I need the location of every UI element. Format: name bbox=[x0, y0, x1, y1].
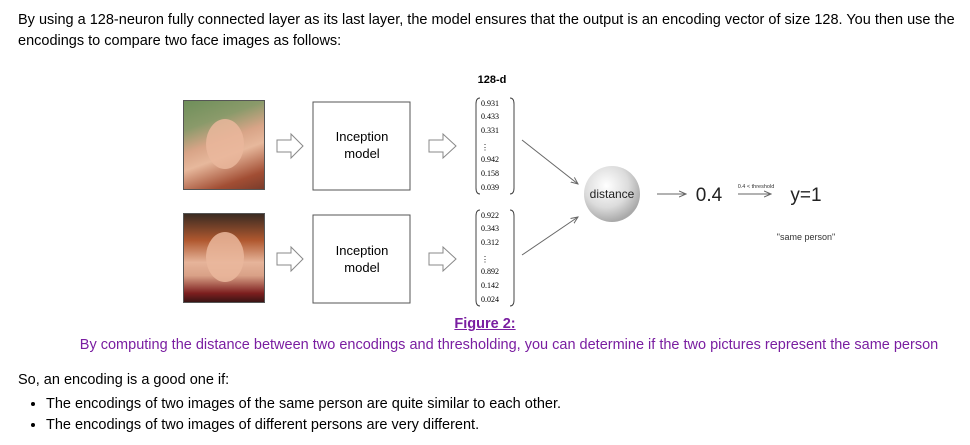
encoding-1-value: 0.433 bbox=[481, 112, 499, 121]
encoding-2-value: 0.312 bbox=[481, 238, 499, 247]
distance-label: distance bbox=[590, 187, 635, 201]
encoding-1-value: 0.931 bbox=[481, 99, 499, 108]
vector-bracket-left bbox=[475, 209, 481, 307]
encoding-1-value: 0.158 bbox=[481, 169, 499, 178]
diagram-canvas: Inception model Inception model 128-d 0.… bbox=[276, 74, 835, 307]
vector-bracket-right bbox=[509, 97, 515, 195]
model-label-2a: Inception bbox=[336, 243, 389, 258]
face-encoding-figure: Inception model Inception model 128-d 0.… bbox=[0, 60, 970, 320]
distance-value: 0.4 bbox=[696, 185, 723, 206]
encoding-1-ellipsis: ⋮ bbox=[481, 143, 489, 152]
face-image-2 bbox=[183, 213, 265, 303]
hollow-arrow-icon bbox=[276, 132, 304, 160]
encoding-2-value: 0.922 bbox=[481, 211, 499, 220]
encoding-1-value: 0.331 bbox=[481, 126, 499, 135]
encoding-2-value: 0.142 bbox=[481, 281, 499, 290]
hollow-arrow-icon bbox=[428, 245, 457, 273]
lead-paragraph: So, an encoding is a good one if: bbox=[18, 372, 230, 388]
vector-bracket-right bbox=[509, 209, 515, 307]
threshold-label: 0.4 < threshold bbox=[738, 184, 775, 190]
model-label-2b: model bbox=[344, 260, 380, 275]
model-label-1b: model bbox=[344, 146, 380, 161]
vector-bracket-left bbox=[475, 97, 481, 195]
encoding-2-value: 0.024 bbox=[481, 295, 499, 304]
hollow-arrow-icon bbox=[428, 132, 457, 160]
result-label: y=1 bbox=[790, 185, 821, 206]
inception-model-box-1 bbox=[312, 101, 411, 191]
inception-model-box-2 bbox=[312, 214, 411, 304]
distance-node bbox=[584, 166, 640, 222]
face-image-1 bbox=[183, 100, 265, 190]
encoding-2-value: 0.343 bbox=[481, 224, 499, 233]
arrow-to-distance-1 bbox=[521, 139, 578, 184]
encoding-2-value: 0.892 bbox=[481, 267, 499, 276]
vector-dimension-label: 128-d bbox=[478, 74, 507, 86]
list-item: The encodings of two images of the same … bbox=[46, 394, 561, 415]
intro-paragraph: By using a 128-neuron fully connected la… bbox=[18, 12, 955, 49]
criteria-list: The encodings of two images of the same … bbox=[18, 394, 561, 436]
hollow-arrow-icon bbox=[276, 245, 304, 273]
encoding-1-value: 0.039 bbox=[481, 183, 499, 192]
arrow-to-distance-2 bbox=[521, 217, 578, 256]
figure-caption-title: Figure 2: bbox=[454, 316, 516, 332]
model-label-1a: Inception bbox=[336, 129, 389, 144]
encoding-1-value: 0.942 bbox=[481, 155, 499, 164]
result-note: "same person" bbox=[777, 232, 835, 242]
list-item: The encodings of two images of different… bbox=[46, 415, 561, 436]
figure-caption-text: By computing the distance between two en… bbox=[79, 337, 939, 353]
encoding-2-ellipsis: ⋮ bbox=[481, 255, 489, 264]
